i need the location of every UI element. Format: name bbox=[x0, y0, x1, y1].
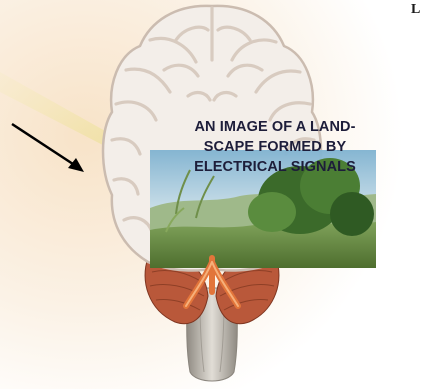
caption-line-1: AN IMAGE OF A LAND- bbox=[150, 117, 400, 137]
corner-letter: L bbox=[411, 2, 420, 18]
caption-line-3: ELECTRICAL SIGNALS bbox=[150, 157, 400, 177]
caption: AN IMAGE OF A LAND- SCAPE FORMED BY ELEC… bbox=[150, 117, 400, 177]
caption-line-2: SCAPE FORMED BY bbox=[150, 137, 400, 157]
